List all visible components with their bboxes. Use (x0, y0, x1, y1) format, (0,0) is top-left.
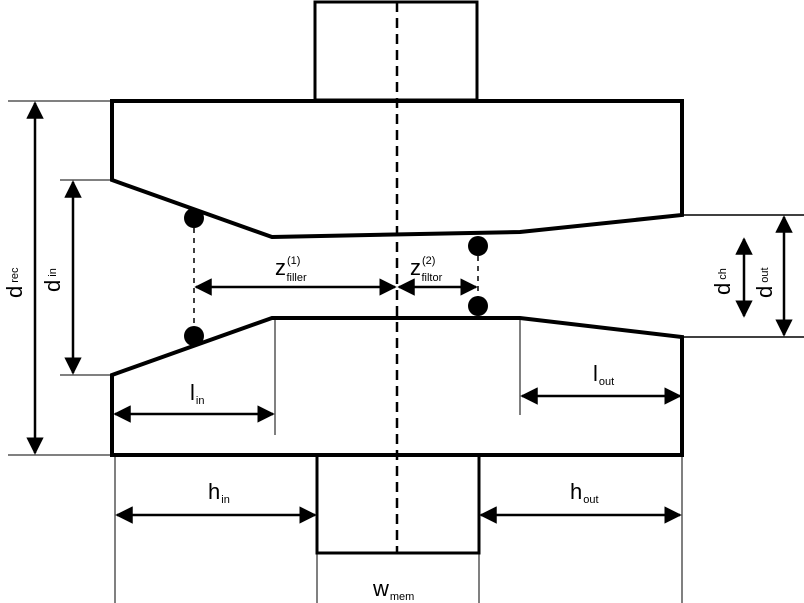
svg-text:dout: dout (752, 267, 777, 298)
dimension-arrows (26, 101, 793, 524)
label-d-out: dout (752, 267, 777, 298)
label-h-out: hout (570, 479, 599, 506)
label-z-filtor: z(2)filtor (410, 255, 443, 284)
svg-text:drec: drec (2, 267, 27, 298)
label-h-in: hin (208, 479, 230, 506)
filler-top-dot (184, 208, 204, 228)
label-d-ch: dch (710, 268, 735, 295)
label-l-in: lin (190, 380, 204, 407)
filtor-bottom-dot (468, 296, 488, 316)
label-z-filler: z(1)filler (275, 255, 307, 284)
filler-bottom-dot (184, 326, 204, 346)
label-d-in: din (40, 268, 65, 292)
label-d-rec: drec (2, 267, 27, 298)
svg-text:din: din (40, 268, 65, 292)
filtor-top-dot (468, 236, 488, 256)
svg-text:dch: dch (710, 268, 735, 295)
label-l-out: lout (593, 361, 614, 388)
extension-lines (8, 100, 683, 603)
label-w-mem: wmem (372, 576, 414, 603)
